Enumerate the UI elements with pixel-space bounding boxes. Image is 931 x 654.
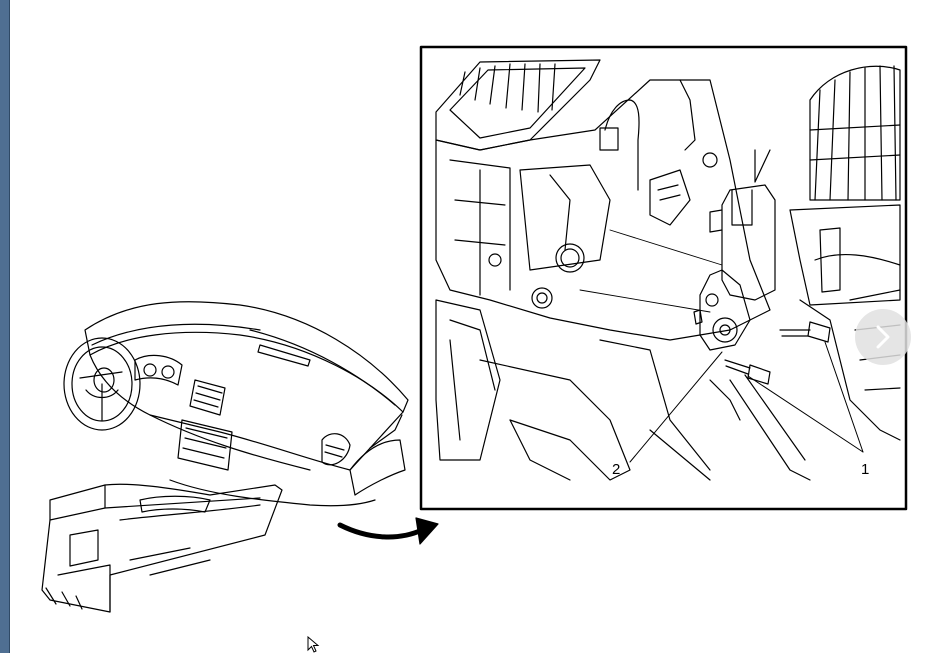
detail-frame bbox=[419, 45, 908, 511]
callout-label: 1 bbox=[861, 461, 869, 478]
chevron-right-icon bbox=[876, 325, 890, 349]
instrument-panel-overview bbox=[41, 301, 409, 613]
callout-label: 2 bbox=[612, 461, 620, 478]
hvac-actuator-detail bbox=[435, 59, 901, 481]
service-illustration: 2 1 bbox=[41, 45, 908, 613]
next-image-button[interactable] bbox=[855, 309, 911, 365]
image-viewer: 2 1 bbox=[10, 0, 931, 653]
curved-arrow-icon bbox=[337, 517, 439, 545]
window-edge bbox=[0, 0, 10, 653]
mouse-pointer-icon bbox=[307, 636, 320, 653]
